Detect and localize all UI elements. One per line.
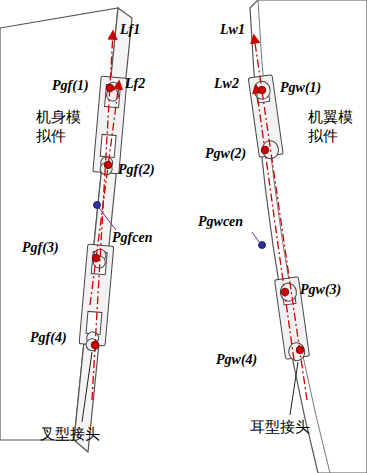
center-dot	[94, 202, 266, 249]
point-name: Pgw(3)	[300, 282, 341, 298]
wing-slab	[250, 0, 367, 473]
point-name: Pgf(1)	[52, 78, 89, 94]
point-name: Pgwcen	[198, 214, 243, 230]
fork-joint	[79, 76, 128, 352]
part-name: 叉型接头	[40, 425, 100, 444]
line-name: Lf1	[120, 22, 140, 38]
axis-line	[90, 32, 307, 400]
point-dot	[91, 84, 304, 354]
fuselage-slab	[0, 8, 118, 440]
line-name: Lf2	[125, 76, 145, 92]
part-name: 机身模拟件	[36, 108, 86, 146]
point-name: Pgw(4)	[216, 352, 257, 368]
wing-edge	[258, 0, 330, 473]
ear-joint	[248, 75, 310, 363]
point-name: Pgfcen	[112, 230, 152, 246]
point-name: Pgf(2)	[118, 162, 155, 178]
point-name: Pgw(1)	[280, 80, 321, 96]
part-name: 机翼模拟件	[308, 108, 358, 146]
line-name: Lw2	[214, 76, 239, 92]
point-name: Pgf(3)	[22, 240, 59, 256]
point-name: Pgw(2)	[205, 146, 246, 162]
part-name: 耳型接头	[250, 418, 310, 437]
line-name: Lw1	[220, 22, 245, 38]
leader-line	[82, 352, 298, 422]
point-name: Pgf(4)	[30, 330, 67, 346]
